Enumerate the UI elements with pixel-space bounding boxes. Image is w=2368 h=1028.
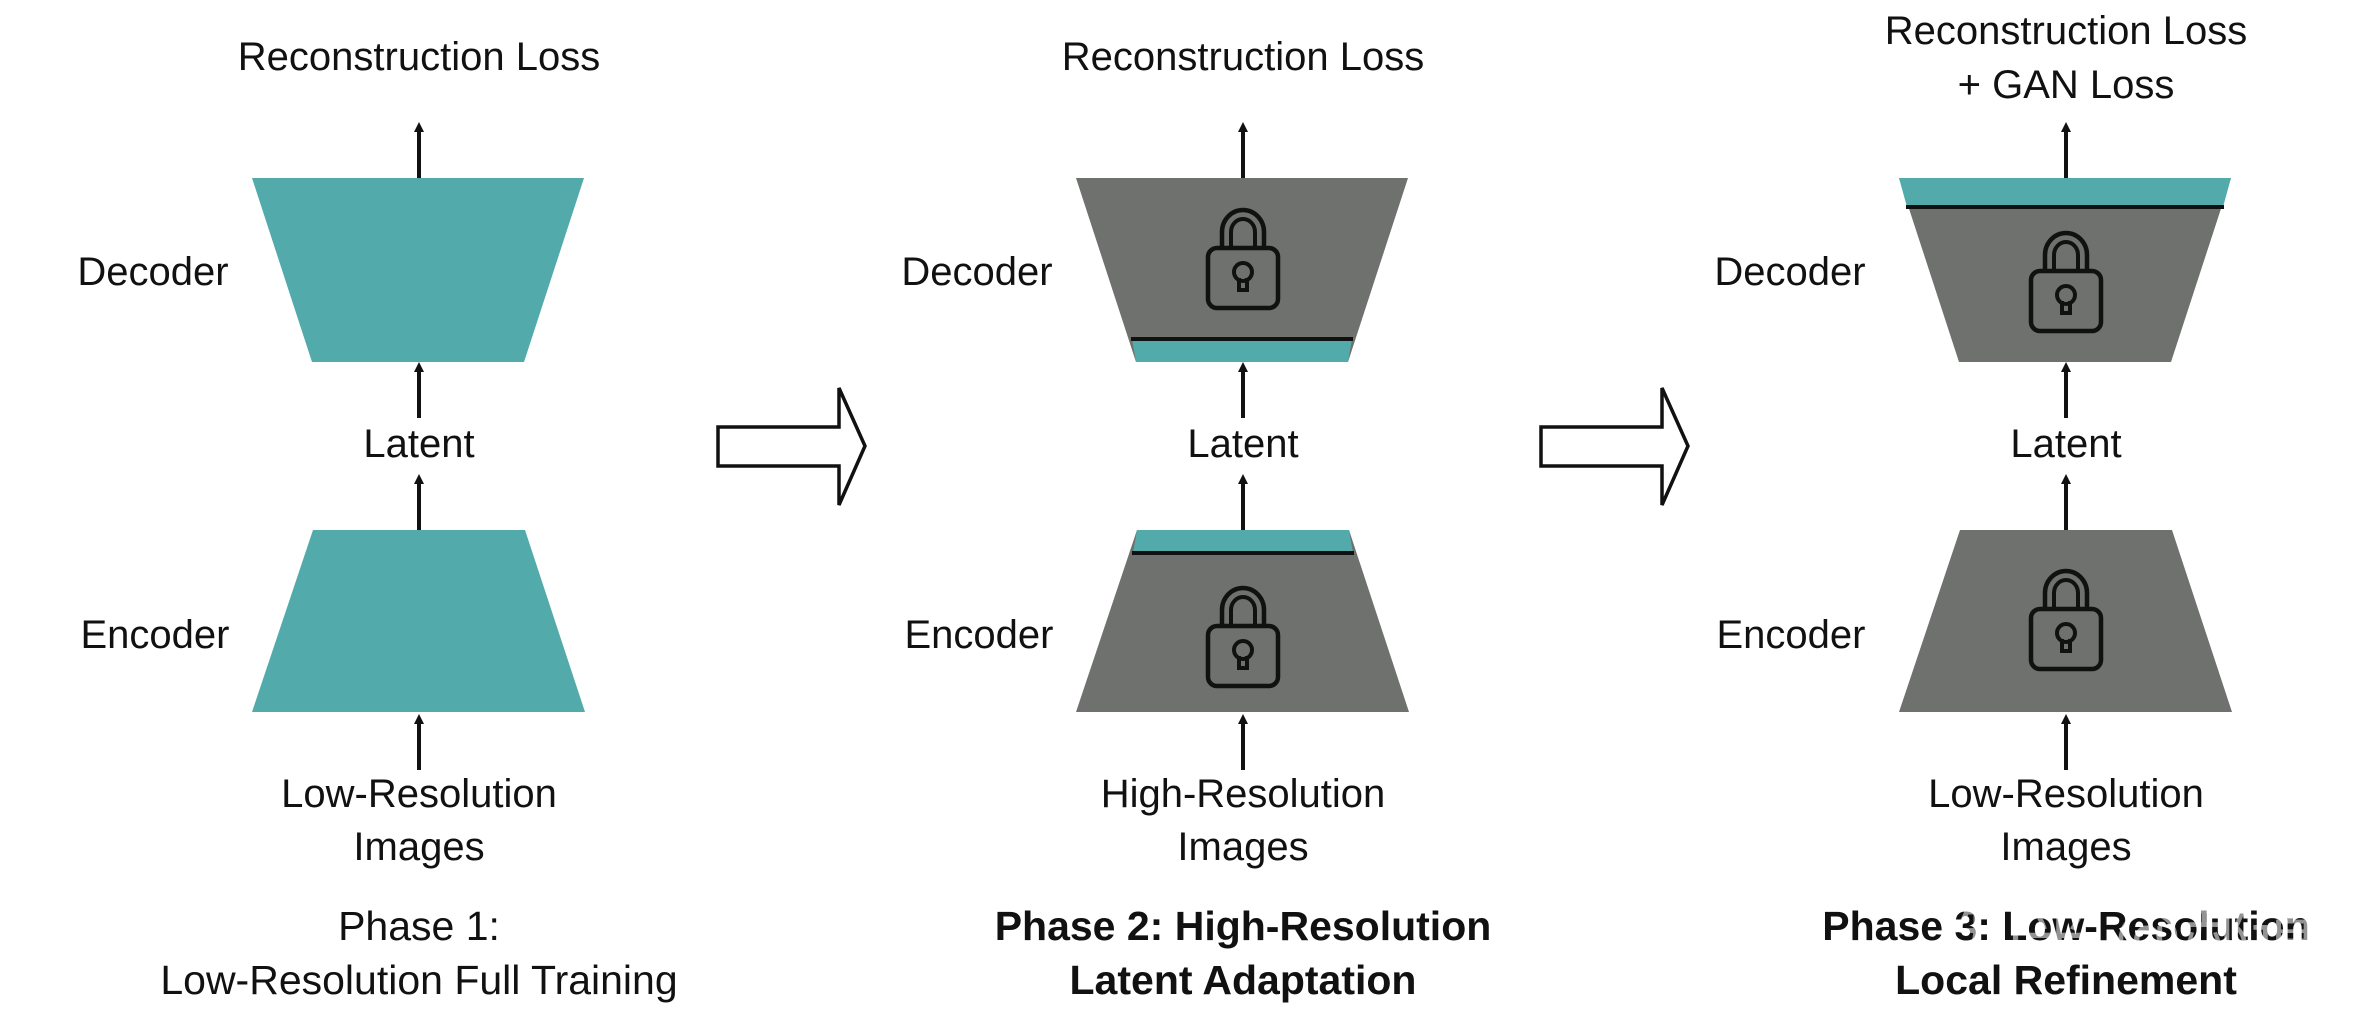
phase-2-caption: Phase 2: High-Resolution [995, 903, 1492, 949]
phase-2-latent-label: Latent [1187, 422, 1298, 466]
phase-2-decoder-block [1076, 178, 1408, 362]
phase-3-input-label: Low-Resolution [1928, 772, 2204, 816]
phase-3-decoder-trainable-strip [1899, 178, 2231, 207]
phase-1-panel: Reconstruction Loss Decoder Latent Encod… [77, 35, 677, 1003]
phase-3-loss-label: Reconstruction Loss [1885, 9, 2247, 53]
phase-1-decoder-label: Decoder [77, 250, 228, 294]
phase-3-latent-label: Latent [2010, 422, 2121, 466]
phase-3-caption-2: Local Refinement [1895, 957, 2237, 1003]
phase-1-encoder-label: Encoder [81, 613, 230, 657]
phase-1-input-label-2: Images [353, 825, 484, 869]
phase-2-input-label: High-Resolution [1101, 772, 1386, 816]
phase-1-input-label: Low-Resolution [281, 772, 557, 816]
phase-1-caption: Phase 1: [338, 903, 500, 949]
phase-2-encoder-trainable-strip [1133, 530, 1353, 553]
phase-3-encoder-block [1899, 530, 2232, 712]
phase-2-decoder-label: Decoder [901, 250, 1052, 294]
phase-1-caption-2: Low-Resolution Full Training [160, 957, 677, 1003]
phase-1-latent-label: Latent [363, 422, 474, 466]
phase-3-panel: Reconstruction Loss + GAN Loss Decoder L… [1714, 9, 2309, 1003]
phase-2-decoder-trainable-strip [1132, 339, 1352, 362]
phase-1-decoder-block [252, 178, 584, 362]
phase-2-panel: Reconstruction Loss Decoder Latent Encod… [901, 35, 1491, 1003]
phase-3-loss-label-2: + GAN Loss [1958, 63, 2175, 107]
hollow-right-arrow-icon [716, 387, 867, 506]
phase-3-input-label-2: Images [2000, 825, 2131, 869]
phase-3-caption: Phase 3: Low-Resolution [1822, 903, 2310, 949]
phase-2-loss-label: Reconstruction Loss [1062, 35, 1424, 79]
phase-3-decoder-label: Decoder [1714, 250, 1865, 294]
hollow-right-arrow-icon [1539, 387, 1690, 506]
phase-3-encoder-label: Encoder [1717, 613, 1866, 657]
watermark: 知乎 @郝道 [1956, 896, 2318, 975]
phase-1-encoder-block [252, 530, 585, 712]
phase-1-loss-label: Reconstruction Loss [238, 35, 600, 79]
phase-2-encoder-label: Encoder [905, 613, 1054, 657]
phase-2-input-label-2: Images [1177, 825, 1308, 869]
phase-2-encoder-block [1076, 530, 1409, 712]
phase-2-caption-2: Latent Adaptation [1070, 957, 1417, 1003]
